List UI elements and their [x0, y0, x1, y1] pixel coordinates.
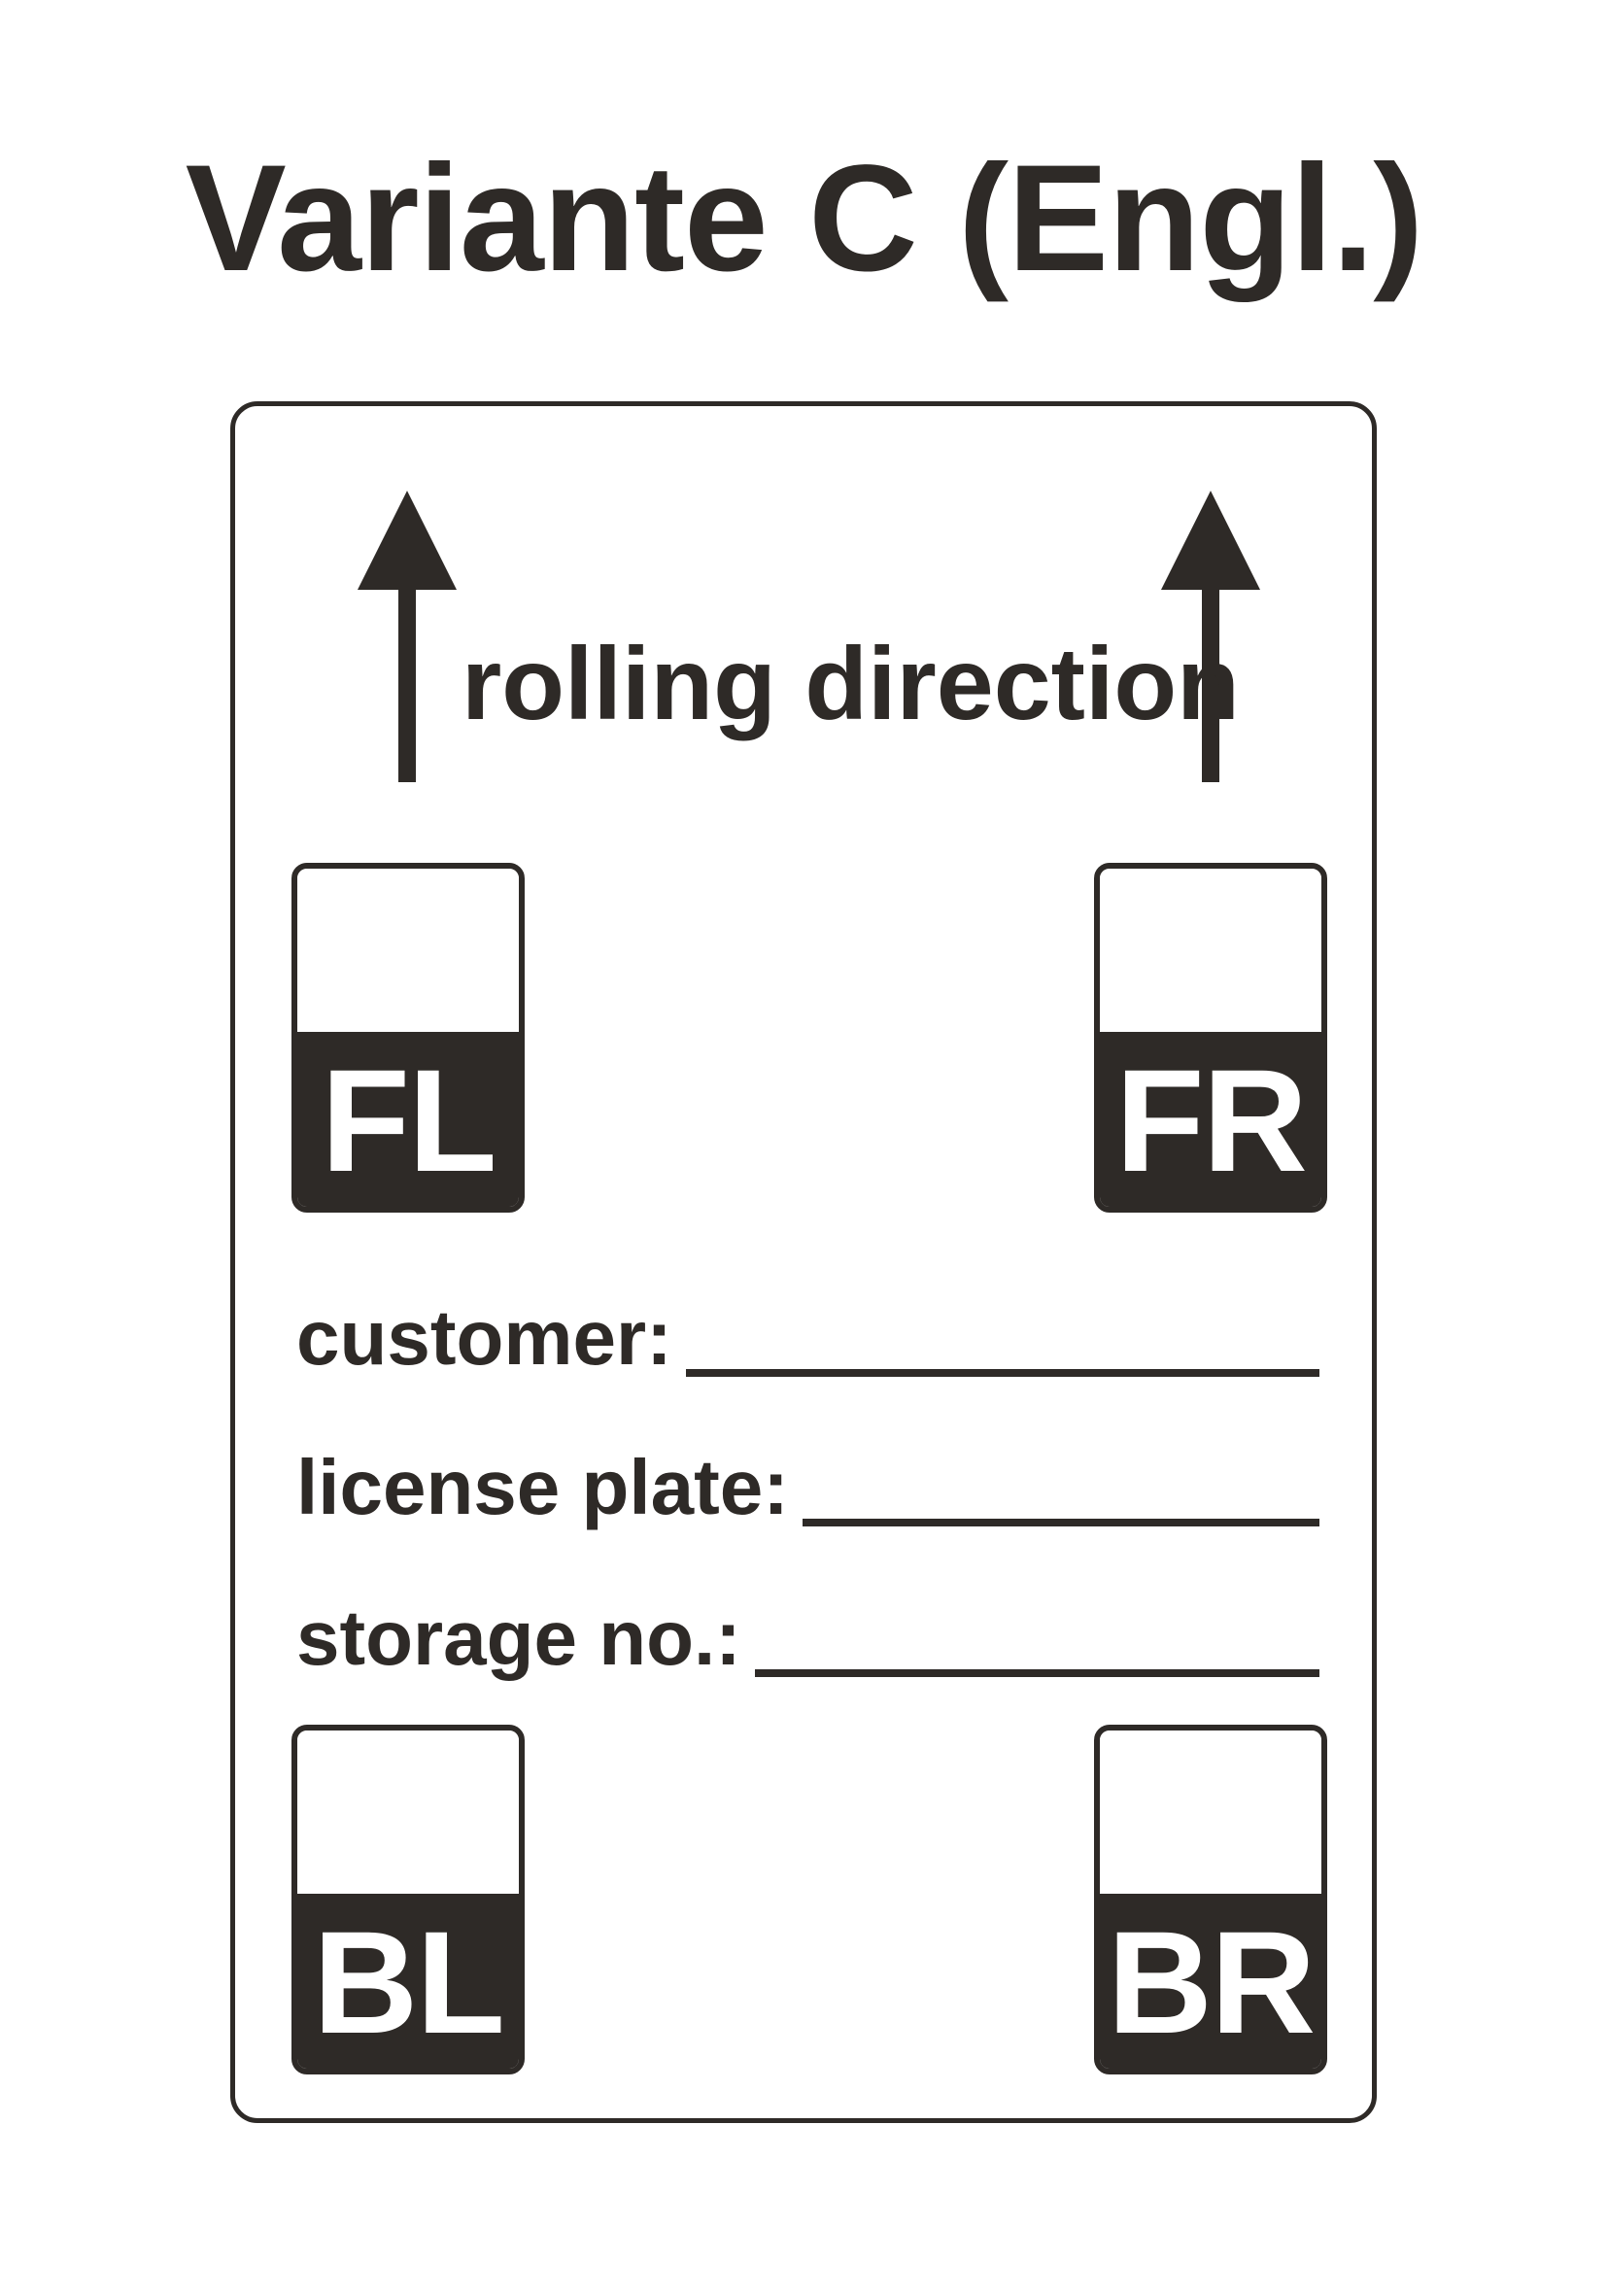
customer-field-row: customer: [296, 1299, 1319, 1377]
label-frame: rolling direction FL FR customer: licens… [230, 401, 1377, 2123]
tag-back-right-code-area: BR [1100, 1894, 1321, 2069]
storage-no-fill-line [754, 1669, 1319, 1677]
tag-front-left: FL [291, 863, 525, 1213]
tag-front-left-blank-area [297, 869, 519, 1038]
license-plate-field-label: license plate: [296, 1444, 789, 1530]
storage-no-field-row: storage no.: [296, 1599, 1319, 1677]
tag-back-left-code-area: BL [297, 1894, 519, 2069]
page-title: Variante C (Engl.) [185, 134, 1424, 303]
up-arrow-right-shaft [1202, 586, 1219, 782]
tag-back-right-code: BR [1107, 1901, 1317, 2064]
license-plate-fill-line [802, 1519, 1319, 1526]
up-arrow-right-head [1161, 491, 1260, 590]
license-plate-field-row: license plate: [296, 1449, 1319, 1526]
tag-front-right-code-area: FR [1100, 1032, 1321, 1207]
tag-back-right: BR [1094, 1725, 1327, 2074]
storage-no-field-label: storage no.: [296, 1594, 741, 1681]
tag-back-left: BL [291, 1725, 525, 2074]
tag-front-left-code: FL [321, 1039, 496, 1202]
tag-back-left-blank-area [297, 1731, 519, 1900]
rolling-direction-label: rolling direction [462, 627, 1240, 741]
tag-front-right: FR [1094, 863, 1327, 1213]
tag-back-left-code: BL [313, 1901, 505, 2064]
tag-front-right-blank-area [1100, 869, 1321, 1038]
tag-front-right-code: FR [1115, 1039, 1308, 1202]
up-arrow-left-head [358, 491, 457, 590]
up-arrow-left-shaft [398, 586, 416, 782]
tag-front-left-code-area: FL [297, 1032, 519, 1207]
tag-back-right-blank-area [1100, 1731, 1321, 1900]
customer-field-label: customer: [296, 1294, 672, 1381]
customer-fill-line [685, 1369, 1319, 1377]
